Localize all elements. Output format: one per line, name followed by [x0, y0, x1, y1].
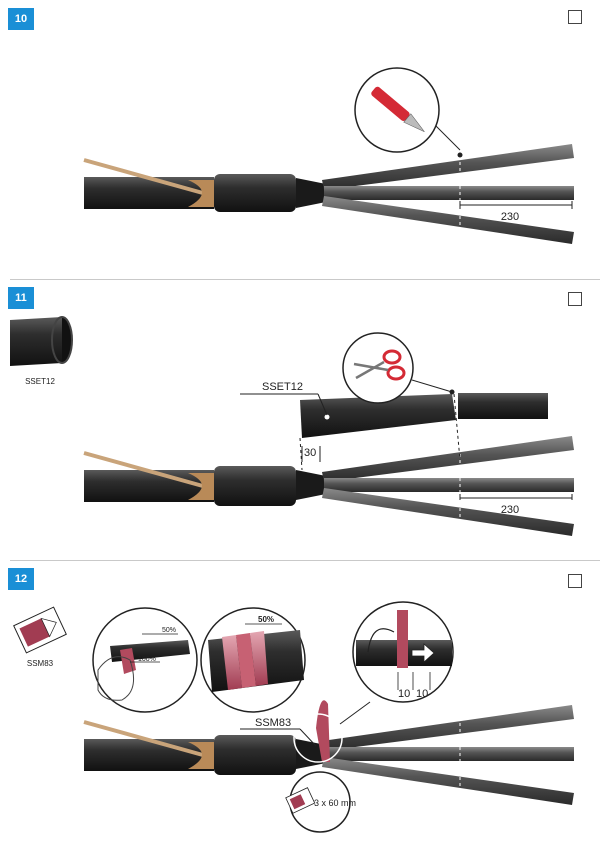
divider — [10, 279, 600, 280]
tape-wrap — [222, 635, 242, 690]
core-middle — [324, 747, 574, 761]
step-11-illustration: SSET12 SSET12 30 230 — [10, 316, 574, 536]
callout-dot — [324, 414, 330, 420]
copper-screen — [188, 180, 214, 207]
earth-wire — [83, 720, 211, 759]
copper-screen — [188, 473, 214, 500]
core-lower — [322, 757, 574, 805]
core-upper — [322, 705, 574, 751]
cable-outer-sheath — [84, 739, 214, 771]
step-checkbox[interactable] — [568, 10, 582, 24]
callout-dot — [449, 389, 455, 395]
earth-wire — [83, 451, 211, 490]
step-12-illustration: SSM83 50% 100% 50% SSM83 — [13, 601, 574, 833]
core-middle — [324, 186, 574, 200]
core-lower — [322, 196, 574, 244]
cut-guide — [453, 393, 461, 461]
step-number-badge: 12 — [8, 568, 34, 590]
crutch — [296, 470, 326, 500]
rotation-arrow-icon — [367, 628, 395, 653]
material-code: SSM83 — [27, 659, 54, 668]
dimension-label: 230 — [501, 211, 519, 223]
percent-label: 50% — [258, 615, 274, 624]
core-upper — [322, 144, 574, 190]
tape-wrap — [250, 631, 268, 686]
earth-wire — [83, 158, 211, 197]
cut-guide — [299, 437, 303, 471]
ssm83-strip-icon — [13, 606, 67, 654]
tape-detail — [397, 610, 408, 668]
dimension-label: 10 — [416, 688, 428, 700]
core-lower — [322, 488, 574, 536]
strip-size-label: 3 x 60 mm — [314, 798, 356, 808]
cable-outer-sheath — [84, 177, 214, 209]
tape-wrap — [236, 633, 256, 688]
callout-line — [411, 379, 453, 393]
step-number-badge: 11 — [8, 287, 34, 309]
sleeve-rim — [51, 316, 73, 364]
sleeve-label: SSET12 — [262, 381, 303, 393]
percent-label: 100% — [138, 656, 156, 663]
core-upper — [322, 436, 574, 482]
sset12-sleeve — [300, 394, 456, 438]
breakout-sleeve — [214, 174, 296, 212]
percent-label: 50% — [162, 627, 176, 634]
step-number-badge: 10 — [8, 8, 34, 30]
arrow-right-icon — [411, 643, 435, 663]
scissors-icon — [353, 349, 406, 381]
ssm83-strip-icon — [285, 787, 316, 814]
hand-icon — [97, 656, 135, 701]
cable-outer-sheath — [84, 470, 214, 502]
dimension-label: 10 — [398, 688, 410, 700]
detail-circle-marker — [293, 713, 343, 763]
step-checkbox[interactable] — [568, 574, 582, 588]
core-middle — [324, 478, 574, 492]
cut-off-sleeve-piece — [458, 393, 548, 419]
callout-line — [317, 393, 328, 416]
breakout-sleeve — [214, 466, 296, 506]
divider — [10, 560, 600, 561]
step-10-illustration: 230 — [83, 67, 574, 244]
breakout-sleeve — [214, 735, 296, 775]
crutch — [296, 178, 326, 208]
material-code: SSET12 — [25, 377, 55, 386]
dimension-label: 30 — [304, 447, 316, 459]
knife-icon — [371, 86, 425, 132]
callout-line — [299, 728, 317, 747]
dimension-label: 230 — [501, 504, 519, 516]
callout-line — [339, 701, 371, 725]
copper-screen — [188, 742, 214, 769]
sset12-sleeve-icon — [10, 317, 62, 366]
tape-label: SSM83 — [255, 717, 291, 729]
callout-dot — [457, 152, 463, 158]
step-checkbox[interactable] — [568, 292, 582, 306]
